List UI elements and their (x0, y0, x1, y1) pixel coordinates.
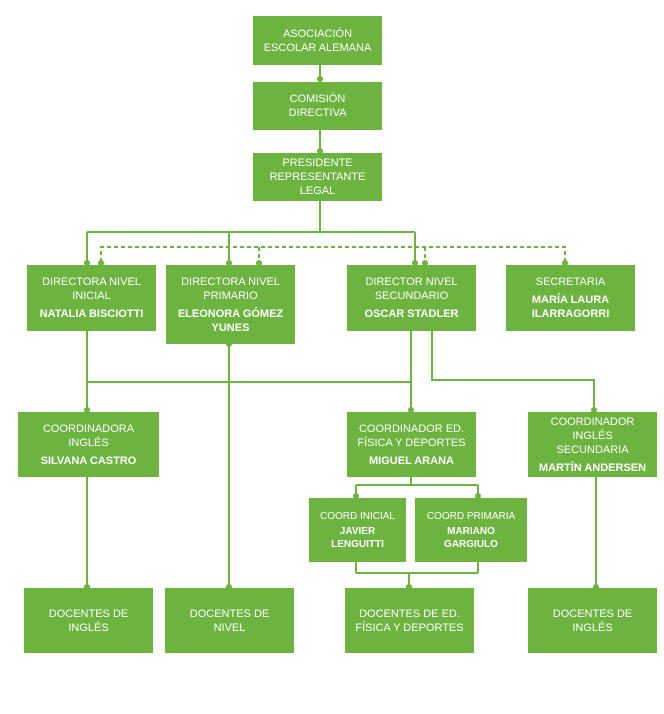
node-person: MARTÍN ANDERSEN (538, 461, 647, 474)
connector-staff-dashed (100, 246, 566, 265)
node-person: OSCAR STADLER (364, 308, 459, 320)
node-comision: COMISIÓN DIRECTIVA (253, 82, 382, 130)
node-title: COMISIÓN DIRECTIVA (288, 93, 347, 119)
node-title: PRESIDENTE REPRESENTANTE LEGAL (269, 157, 366, 197)
node-coord-ingles-secundaria: COORDINADOR INGLÉS SECUNDARIA MARTÍN AND… (528, 412, 657, 477)
node-coord-ingles: COORDINADORA INGLÉS SILVANA CASTRO (18, 412, 159, 477)
junction-dot (84, 260, 90, 266)
node-directora-primario: DIRECTORA NIVEL PRIMARIO ELEONORA GÓMEZ … (166, 265, 295, 344)
node-docentes-fisica: DOCENTES DE ED. FÍSICA Y DEPORTES (345, 588, 474, 653)
node-title: COORDINADOR INGLÉS SECUNDARIA (550, 415, 635, 456)
node-docentes-nivel: DOCENTES DE NIVEL (165, 588, 294, 653)
node-person: ELEONORA GÓMEZ YUNES (177, 307, 284, 334)
node-asociacion: ASOCIACIÓN ESCOLAR ALEMANA (253, 16, 382, 65)
node-directora-inicial: DIRECTORA NIVEL INICIAL NATALIA BISCIOTT… (27, 265, 156, 331)
node-title: DOCENTES DE INGLÉS (552, 607, 633, 634)
node-presidente: PRESIDENTE REPRESENTANTE LEGAL (253, 153, 382, 201)
node-title: DIRECTORA NIVEL INICIAL (42, 276, 141, 302)
node-title: ASOCIACIÓN ESCOLAR ALEMANA (263, 27, 372, 54)
node-person: MARÍA LAURA ILARRAGORRI (531, 294, 610, 320)
junction-dot (84, 407, 90, 413)
node-director-secundario: DIRECTOR NIVEL SECUNDARIO OSCAR STADLER (347, 265, 476, 331)
junction-dot (591, 407, 597, 413)
node-person: MARIANO GARGIULO (444, 525, 498, 550)
node-coord-fisica: COORDINADOR ED. FÍSICA Y DEPORTES MIGUEL… (347, 412, 476, 477)
node-person: NATALIA BISCIOTTI (39, 308, 144, 320)
node-person: JAVIER LENGUITTI (331, 525, 384, 550)
node-title: DOCENTES DE INGLÉS (48, 607, 129, 634)
junction-dot (412, 260, 418, 266)
node-docentes-ingles: DOCENTES DE INGLÉS (24, 588, 153, 653)
connector-secundario-coord-ingles-sec (431, 331, 595, 412)
junction-dot (353, 493, 359, 499)
junction-dot (475, 493, 481, 499)
junction-dot (317, 76, 323, 82)
node-person: SILVANA CASTRO (40, 454, 137, 467)
junction-dot (317, 148, 323, 154)
node-title: COORD INICIAL (319, 510, 395, 522)
junction-dot (562, 260, 568, 266)
node-title: COORDINADOR ED. FÍSICA Y DEPORTES (357, 422, 466, 449)
node-title: DIRECTORA NIVEL PRIMARIO (181, 275, 280, 302)
junction-dot (408, 407, 414, 413)
node-coord-primaria: COORD PRIMARIA MARIANO GARGIULO (415, 498, 527, 562)
node-person: MIGUEL ARANA (369, 454, 454, 467)
node-secretaria: SECRETARIA MARÍA LAURA ILARRAGORRI (506, 265, 635, 331)
junction-dot (226, 260, 232, 266)
node-title: DOCENTES DE ED. FÍSICA Y DEPORTES (355, 607, 464, 634)
node-title: DIRECTOR NIVEL SECUNDARIO (365, 276, 458, 302)
node-title: COORD PRIMARIA (426, 510, 516, 522)
node-coord-inicial: COORD INICIAL JAVIER LENGUITTI (309, 498, 406, 562)
node-title: DOCENTES DE NIVEL (189, 607, 270, 634)
junction-dot (98, 260, 104, 266)
junction-dot (256, 260, 262, 266)
node-title: SECRETARIA (535, 276, 606, 288)
node-docentes-ingles-secundaria: DOCENTES DE INGLÉS (528, 588, 657, 653)
node-title: COORDINADORA INGLÉS (42, 422, 135, 449)
junction-dot (422, 260, 428, 266)
